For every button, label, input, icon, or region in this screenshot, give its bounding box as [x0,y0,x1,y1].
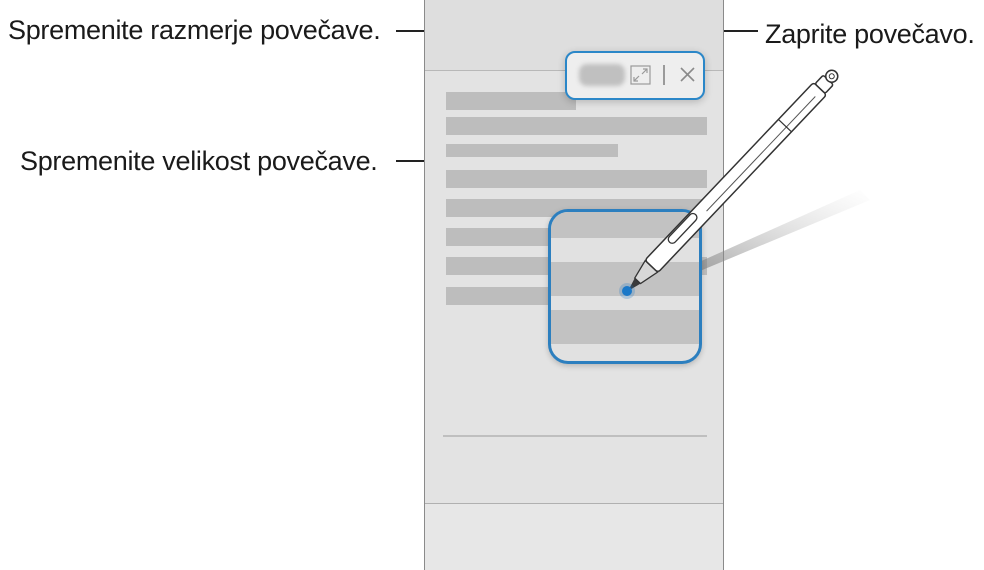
callout-change-ratio: Spremenite razmerje povečave. [8,15,381,45]
text-placeholder-line [446,228,556,246]
magnified-text-line [551,212,699,238]
magnified-text-line [551,262,699,296]
text-placeholder-line [446,92,576,110]
text-placeholder-line [446,117,707,135]
content-divider [443,435,707,437]
callout-close-magnifier: Zaprite povečavo. [765,19,975,49]
zoom-ratio-button[interactable] [579,64,625,86]
magnified-text-line [551,310,699,344]
close-icon[interactable] [678,65,697,84]
bottom-panel [425,503,723,570]
resize-icon[interactable] [630,65,651,85]
text-placeholder-line [446,170,707,188]
text-placeholder-line [446,287,556,305]
text-placeholder-line [446,144,618,157]
callout-change-size: Spremenite velikost povečave. [20,146,378,176]
magnifier-window[interactable] [548,209,702,364]
magnifier-toolbar [565,51,705,100]
toolbar-separator [663,65,665,85]
